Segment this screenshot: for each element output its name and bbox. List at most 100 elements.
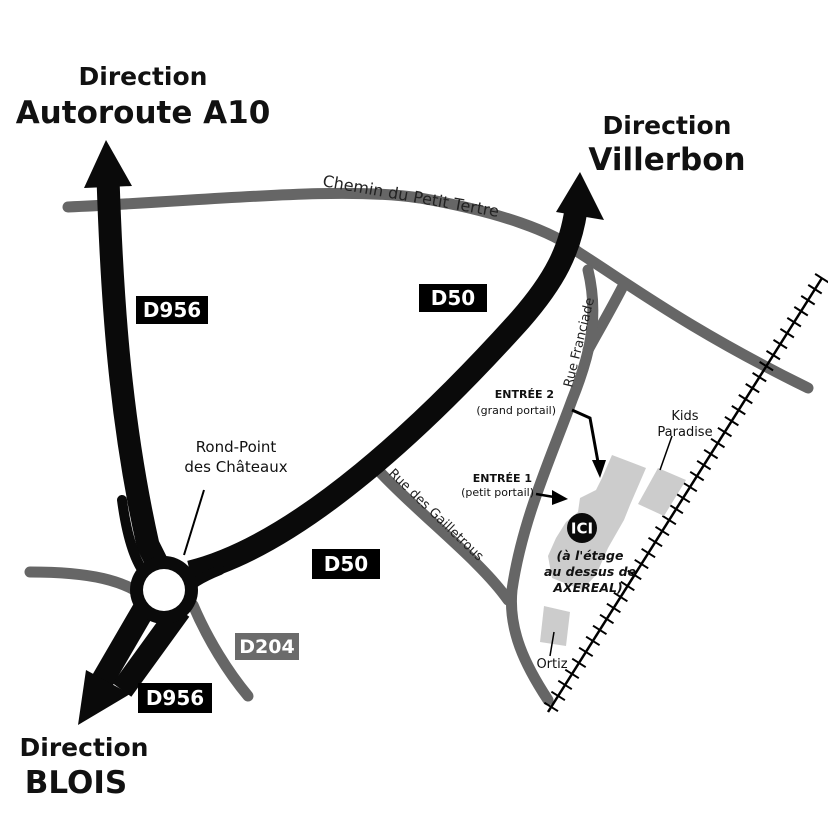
- arrow-up-villerbon: [556, 172, 604, 220]
- ortiz-leader-line: [549, 631, 555, 657]
- railway-tie: [620, 580, 635, 592]
- label-rue-des-gailletrous: Rue des Gailletrous: [385, 466, 486, 564]
- railway-tie: [772, 339, 788, 350]
- arrow-up-a10: [84, 140, 132, 188]
- roundabout: [130, 556, 198, 624]
- railway-tie: [814, 273, 828, 284]
- railway-tie: [599, 613, 615, 625]
- direction-blois-line1: Direction: [20, 733, 149, 762]
- railway-tie: [807, 284, 823, 295]
- road-d956-south-a: [88, 596, 158, 694]
- arrowheads: [78, 140, 604, 725]
- entry2-arrowhead: [592, 460, 606, 478]
- railway-tie: [647, 536, 663, 548]
- label-entry2-title: ENTRÉE 2: [495, 388, 554, 401]
- badge-d956-top: D956: [136, 296, 208, 324]
- railway-tie: [578, 646, 594, 658]
- railway-tie: [668, 503, 684, 515]
- svg-text:D50: D50: [431, 286, 475, 310]
- svg-text:D204: D204: [239, 636, 294, 658]
- railway-tie: [557, 679, 573, 691]
- arrow-down-blois: [78, 670, 130, 725]
- label-entry1-sub: (petit portail): [461, 486, 534, 499]
- railway-tie: [550, 690, 566, 702]
- svg-text:D956: D956: [143, 298, 201, 322]
- direction-villerbon: Direction Villerbon: [588, 111, 745, 178]
- railway-tie: [661, 514, 677, 526]
- road-d204: [187, 599, 254, 702]
- railway: [543, 273, 828, 713]
- main-roads: [88, 177, 588, 697]
- railway-tie: [800, 295, 816, 306]
- svg-text:D50: D50: [324, 552, 368, 576]
- railway-tie: [634, 558, 649, 570]
- railway-tie: [745, 383, 760, 394]
- railway-tie: [696, 459, 712, 471]
- buildings: [540, 455, 686, 646]
- railway-tie: [641, 547, 656, 559]
- building-ortiz: [540, 606, 570, 646]
- building-axereal: [548, 455, 646, 590]
- location-marker: ICI (à l'étage au dessus de AXEREAL): [544, 513, 636, 595]
- railway-tie: [606, 602, 621, 614]
- railway-tie: [592, 624, 608, 636]
- railway-tie: [543, 701, 559, 713]
- railway-tie: [779, 328, 795, 339]
- entry1-arrowhead: [552, 490, 568, 505]
- railway-tie: [717, 426, 733, 438]
- kids-leader-line: [659, 435, 673, 471]
- railway-tie: [752, 372, 767, 383]
- label-entry1-title: ENTRÉE 1: [473, 472, 532, 485]
- secondary-roads: [24, 187, 814, 706]
- road-rue-des-gailletrous: [372, 464, 514, 606]
- label-kids-line2: Paradise: [657, 425, 712, 440]
- railway-tie: [738, 394, 753, 405]
- label-kids-line1: Kids: [671, 409, 698, 424]
- axereal-line-3: AXEREAL): [552, 580, 622, 595]
- road-d50: [187, 208, 588, 584]
- road-chemin-du-petit-tertre: [62, 187, 584, 258]
- road-chemin-east: [572, 246, 814, 394]
- railway-tie: [564, 668, 580, 680]
- roundabout-pointer: [183, 489, 205, 556]
- svg-text:D956: D956: [146, 686, 204, 710]
- direction-a10: Direction Autoroute A10: [16, 62, 271, 131]
- label-ortiz: Ortiz: [536, 657, 567, 672]
- entry-arrows: [535, 408, 606, 505]
- label-roundabout-line2: des Châteaux: [184, 458, 287, 476]
- entry2-arrow-line: [571, 408, 600, 463]
- railway-tie: [627, 569, 642, 581]
- direction-villerbon-line1: Direction: [603, 111, 732, 140]
- railway-tie: [724, 415, 739, 427]
- ici-circle: [567, 513, 597, 543]
- direction-a10-line1: Direction: [79, 62, 208, 91]
- direction-blois: Direction BLOIS: [20, 733, 149, 801]
- label-entry2-sub: (grand portail): [476, 404, 556, 417]
- axereal-line-1: (à l'étage: [557, 548, 624, 563]
- railway-tie: [689, 470, 705, 482]
- railway-tie: [571, 657, 587, 669]
- badge-d50-bottom: D50: [312, 549, 380, 579]
- railway-tie: [786, 317, 802, 328]
- railway-tie: [793, 306, 809, 317]
- railway-tie: [765, 350, 781, 361]
- road-d956-north: [96, 177, 174, 581]
- axereal-line-2: au dessus de: [544, 564, 636, 579]
- railway-tie: [654, 525, 670, 537]
- railway-tie: [675, 492, 691, 504]
- building-kids-paradise: [638, 468, 686, 516]
- badge-d50-top: D50: [419, 284, 487, 312]
- direction-villerbon-line2: Villerbon: [588, 142, 745, 178]
- road-rue-franciade: [505, 264, 599, 706]
- label-roundabout-line1: Rond-Point: [196, 438, 277, 456]
- railway-tie: [703, 448, 719, 460]
- badge-d204: D204: [235, 633, 299, 660]
- ici-label: ICI: [571, 520, 593, 538]
- direction-blois-line2: BLOIS: [25, 765, 128, 801]
- railway-tie: [731, 405, 746, 416]
- entry1-arrow-line: [535, 492, 555, 499]
- direction-a10-line2: Autoroute A10: [16, 95, 271, 131]
- railway-tie: [710, 437, 726, 449]
